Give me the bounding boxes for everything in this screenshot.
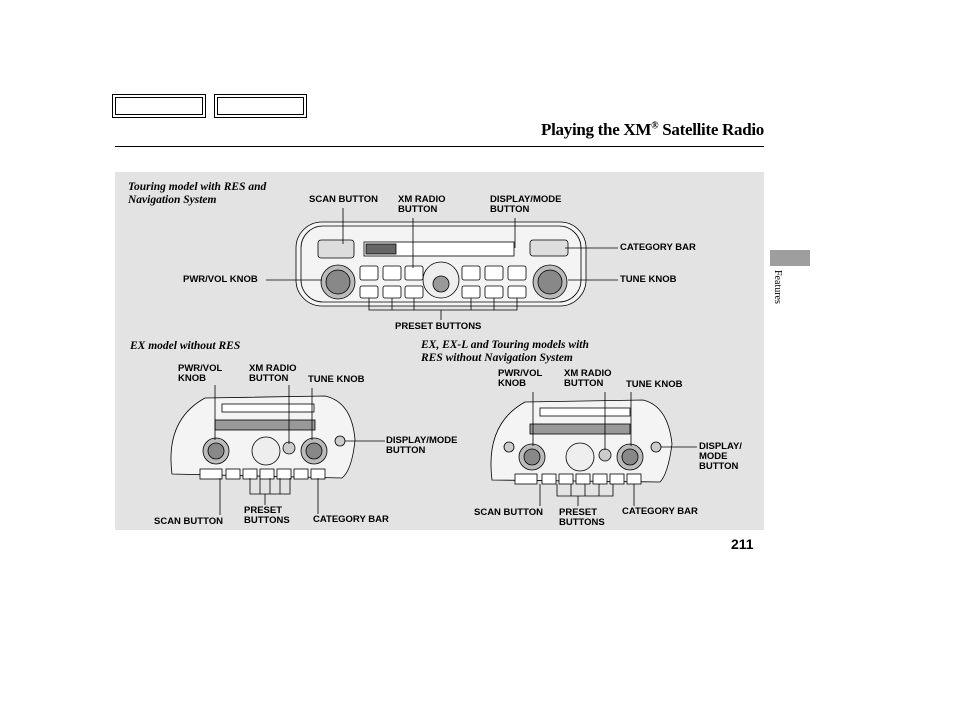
right-category-label: CATEGORY BAR: [622, 506, 698, 517]
radio-unit-ex-res: [490, 392, 697, 506]
top-pwr-label: PWR/VOL KNOB: [183, 274, 258, 285]
nav-box-next[interactable]: [214, 94, 307, 118]
section-tab: [770, 250, 810, 266]
left-category-label: CATEGORY BAR: [313, 514, 389, 525]
top-xm-label: XM RADIO BUTTON: [398, 194, 446, 215]
top-tune-label: TUNE KNOB: [620, 274, 677, 285]
left-tune-label: TUNE KNOB: [308, 374, 365, 385]
right-tune-label: TUNE KNOB: [626, 379, 683, 390]
top-display-label: DISPLAY/MODE BUTTON: [490, 194, 562, 215]
left-pwr-label: PWR/VOL KNOB: [178, 363, 223, 384]
caption-left: EX model without RES: [130, 340, 241, 352]
nav-box-previous[interactable]: [112, 94, 206, 118]
right-scan-label: SCAN BUTTON: [474, 507, 543, 518]
left-preset-label: PRESET BUTTONS: [244, 505, 290, 526]
left-scan-label: SCAN BUTTON: [154, 516, 223, 527]
top-scan-label: SCAN BUTTON: [309, 194, 378, 205]
radio-unit-navigation: [266, 208, 618, 320]
radio-unit-ex: [170, 385, 385, 515]
title-rule: [115, 146, 764, 147]
caption-right: EX, EX-L and Touring models with RES wit…: [421, 339, 589, 364]
left-xm-label: XM RADIO BUTTON: [249, 363, 297, 384]
top-preset-label: PRESET BUTTONS: [395, 321, 482, 332]
section-label: Features: [772, 270, 783, 304]
page-number: 211: [731, 536, 754, 552]
right-preset-label: PRESET BUTTONS: [559, 507, 605, 528]
caption-top: Touring model with RES and Navigation Sy…: [128, 181, 267, 206]
left-display-label: DISPLAY/MODE BUTTON: [386, 435, 458, 456]
right-pwr-label: PWR/VOL KNOB: [498, 368, 543, 389]
right-display-label: DISPLAY/ MODE BUTTON: [699, 441, 742, 472]
top-category-label: CATEGORY BAR: [620, 242, 696, 253]
right-xm-label: XM RADIO BUTTON: [564, 368, 612, 389]
page-title: Playing the XM® Satellite Radio: [541, 120, 764, 139]
